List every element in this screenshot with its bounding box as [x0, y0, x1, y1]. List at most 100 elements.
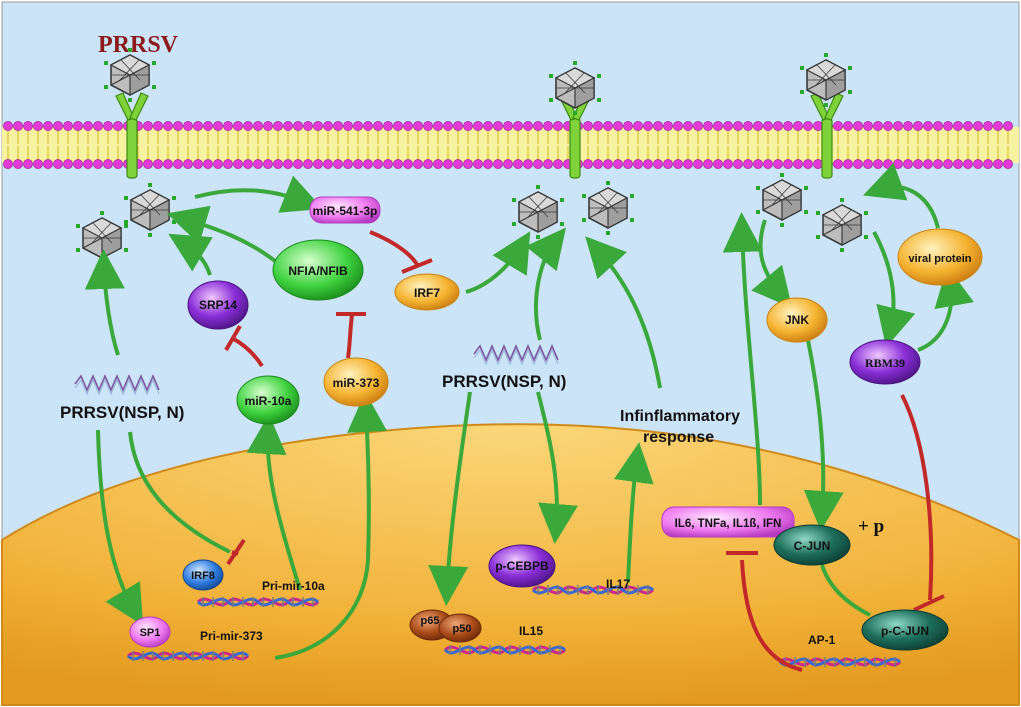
- lipid-head: [253, 121, 263, 131]
- lipid-head: [173, 121, 183, 131]
- lipid-head: [743, 121, 753, 131]
- lipid-head: [243, 121, 253, 131]
- c-jun-node: [773, 524, 851, 566]
- lipid-head: [193, 121, 203, 131]
- lipid-head: [3, 159, 13, 169]
- lipid-head: [913, 121, 923, 131]
- lipid-head: [443, 121, 453, 131]
- phosphorylation-label: + p: [858, 516, 884, 537]
- lipid-head: [63, 121, 73, 131]
- lipid-head: [183, 159, 193, 169]
- lipid-head: [623, 159, 633, 169]
- lipid-head: [873, 121, 883, 131]
- inhibit-bar: [913, 594, 945, 612]
- ap1-label: AP-1: [808, 633, 836, 647]
- arrow-jnk-to-cjun: [803, 339, 844, 531]
- lipid-head: [723, 159, 733, 169]
- lipid-head: [413, 121, 423, 131]
- lipid-head: [333, 121, 343, 131]
- lipid-head: [843, 121, 853, 131]
- lipid-head: [623, 121, 633, 131]
- p50-label: p50: [453, 623, 472, 635]
- lipid-head: [13, 159, 23, 169]
- lipid-head: [753, 159, 763, 169]
- lipid-head: [113, 159, 123, 169]
- lipid-head: [293, 159, 303, 169]
- lipid-head: [173, 159, 183, 169]
- lipid-head: [553, 159, 563, 169]
- arrow-irf7-to-virus: [465, 231, 531, 294]
- prrsv-title: PRRSV: [98, 32, 179, 58]
- arrow-inflam-to-virus: [585, 236, 662, 389]
- lipid-head: [603, 121, 613, 131]
- lipid-head: [503, 121, 513, 131]
- lipid-head: [93, 121, 103, 131]
- lipid-head: [403, 159, 413, 169]
- lipid-head: [883, 159, 893, 169]
- lipid-head: [833, 121, 843, 131]
- inhibit-bar: [226, 538, 246, 566]
- p-c-jun-label: p-C-JUN: [881, 624, 929, 638]
- lipid-head: [903, 121, 913, 131]
- lipid-head: [773, 159, 783, 169]
- lipid-head: [683, 121, 693, 131]
- lipid-head: [493, 159, 503, 169]
- pri-mir-10a-label: Pri-mir-10a: [262, 579, 325, 593]
- lipid-head: [83, 159, 93, 169]
- lipid-head: [713, 159, 723, 169]
- lipid-head: [963, 121, 973, 131]
- inflammatory-response-line1: Infinflammatory: [620, 408, 740, 425]
- lipid-head: [793, 159, 803, 169]
- lipid-head: [1003, 121, 1013, 131]
- lipid-head: [513, 159, 523, 169]
- lipid-head: [893, 121, 903, 131]
- lipid-head: [283, 121, 293, 131]
- arrow-viralprotein-to-virus: [862, 162, 940, 229]
- lipid-head: [553, 121, 563, 131]
- lipid-head: [773, 121, 783, 131]
- lipid-head: [923, 159, 933, 169]
- lipid-head: [923, 121, 933, 131]
- lipid-head: [913, 159, 923, 169]
- lipid-head: [243, 159, 253, 169]
- lipid-head: [663, 159, 673, 169]
- lipid-head: [213, 121, 223, 131]
- lipid-head: [983, 121, 993, 131]
- lipid-head: [703, 121, 713, 131]
- lipid-head: [103, 121, 113, 131]
- lipid-head: [863, 159, 873, 169]
- lipid-head: [463, 159, 473, 169]
- lipid-head: [653, 159, 663, 169]
- mir541-node: [309, 196, 381, 224]
- lipid-head: [433, 121, 443, 131]
- lipid-head: [803, 121, 813, 131]
- p50-node: [438, 613, 482, 643]
- lipid-head: [213, 159, 223, 169]
- arrow-primir10a-to-mir10a: [246, 414, 302, 591]
- lipid-head: [733, 121, 743, 131]
- srp14-label: SRP14: [199, 298, 237, 312]
- lipid-head: [803, 159, 813, 169]
- lipid-head: [603, 159, 613, 169]
- il17-label: IL17: [606, 577, 630, 591]
- p-c-jun-node: [861, 609, 949, 651]
- lipid-head: [783, 121, 793, 131]
- lipid-head: [813, 121, 823, 131]
- lipid-head: [333, 159, 343, 169]
- lipid-head: [863, 121, 873, 131]
- lipid-head: [1003, 159, 1013, 169]
- lipid-head: [73, 159, 83, 169]
- lipid-head: [643, 159, 653, 169]
- lipid-head: [813, 159, 823, 169]
- viral-protein-label: viral protein: [909, 253, 972, 265]
- irf7-label: IRF7: [414, 286, 440, 300]
- lipid-head: [463, 121, 473, 131]
- lipid-head: [723, 121, 733, 131]
- lipid-head: [83, 121, 93, 131]
- lipid-head: [883, 121, 893, 131]
- mir541-label: miR-541-3p: [313, 204, 378, 218]
- jnk-node: [766, 297, 828, 343]
- lipid-head: [283, 159, 293, 169]
- lipid-head: [543, 121, 553, 131]
- irf8-node: [182, 559, 224, 591]
